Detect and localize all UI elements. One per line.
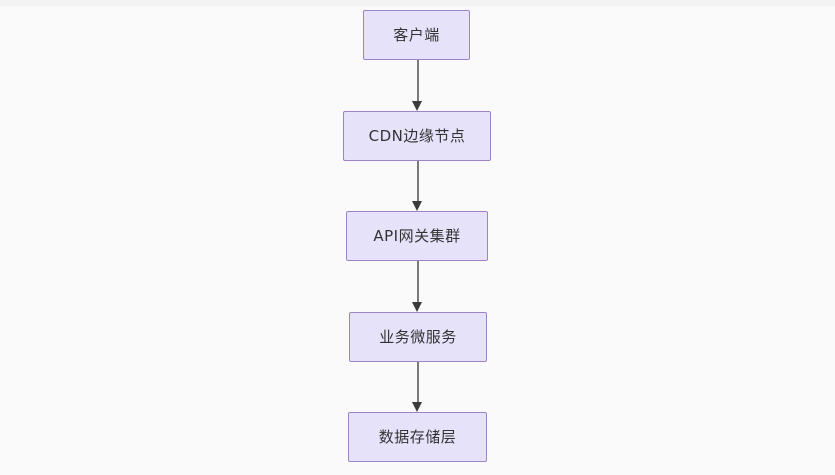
arrowhead-icon [412,201,423,211]
node-microservice[interactable]: 业务微服务 [349,312,487,362]
arrowhead-icon [412,402,423,412]
top-strip [0,0,835,6]
arrowhead-icon [412,302,423,312]
node-label: CDN边缘节点 [368,126,466,145]
arrowhead-icon [412,101,423,111]
node-label: 客户端 [393,25,440,44]
edge-line [417,261,419,302]
edge-line [417,60,419,101]
node-apigateway[interactable]: API网关集群 [346,211,488,261]
node-client[interactable]: 客户端 [363,10,470,60]
edge-line [417,161,419,201]
edge-line [417,362,419,402]
node-label: API网关集群 [373,226,461,245]
node-datastore[interactable]: 数据存储层 [348,412,487,462]
node-label: 数据存储层 [378,427,457,446]
node-label: 业务微服务 [379,327,457,346]
node-cdn[interactable]: CDN边缘节点 [343,111,491,161]
